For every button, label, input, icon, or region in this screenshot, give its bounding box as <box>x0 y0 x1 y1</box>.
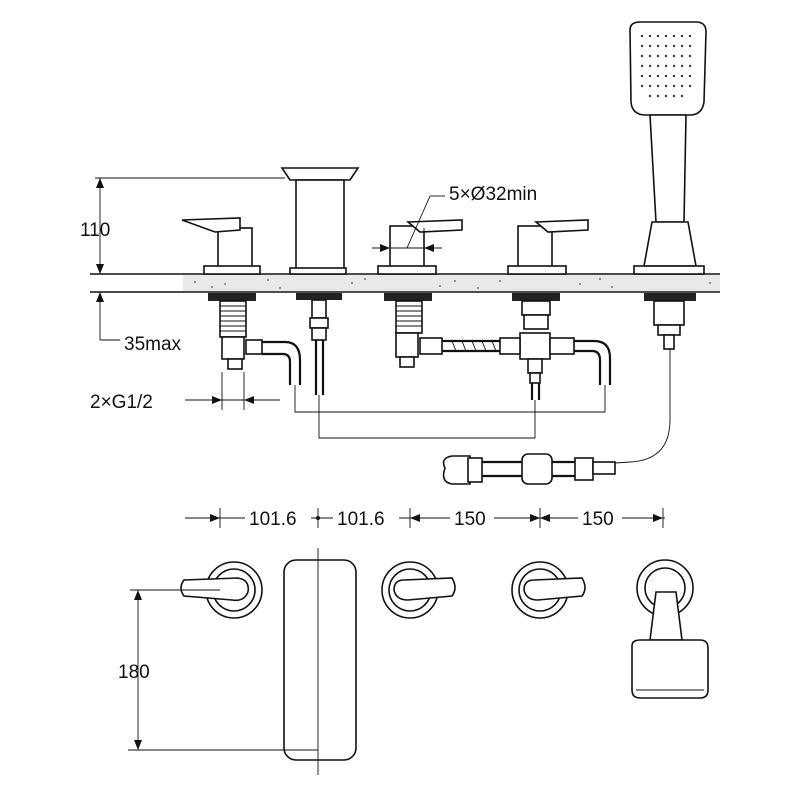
plan-center-valve <box>381 561 456 619</box>
dim-deck: 35max <box>96 292 182 355</box>
handshower <box>614 21 707 464</box>
crossover-hose <box>419 337 521 355</box>
dim-height-label: 110 <box>80 220 110 241</box>
dim-connection-label: 2×G1/2 <box>90 392 153 413</box>
dim-hole-label: 5×Ø32min <box>449 184 537 205</box>
right-hose <box>549 337 612 385</box>
plan-left-valve <box>180 561 263 619</box>
dim-depth-label: 180 <box>118 662 150 683</box>
plan-spout <box>283 559 357 761</box>
spacing-4-label: 150 <box>582 509 614 530</box>
plan-view: 180 <box>118 548 709 775</box>
plan-centerlines <box>130 548 319 775</box>
plan-right-valve <box>511 561 586 619</box>
water-paths <box>294 385 606 439</box>
elevation-view: 110 35max 5×Ø32min 2×G1/2 <box>80 21 720 485</box>
right-valve <box>507 219 589 400</box>
plan-handshower <box>631 559 709 699</box>
left-valve <box>181 217 261 370</box>
valve-handle-icon <box>180 577 250 602</box>
dim-hole: 5×Ø32min <box>372 184 537 255</box>
spout <box>280 167 360 395</box>
dim-height: 110 <box>80 177 285 274</box>
dim-depth: 180 <box>118 590 318 751</box>
dim-deck-label: 35max <box>124 334 182 355</box>
hose-assembly <box>442 453 616 485</box>
spacing-3-label: 150 <box>454 509 486 530</box>
left-hose <box>245 339 302 385</box>
dim-connection: 2×G1/2 <box>90 372 280 413</box>
spacing-2-label: 101.6 <box>337 509 385 530</box>
deck-slab <box>90 273 720 293</box>
spacing-1-label: 101.6 <box>249 509 297 530</box>
spacing-dimensions: 101.6 101.6 150 150 <box>185 506 665 530</box>
handshower-icon <box>640 34 692 98</box>
